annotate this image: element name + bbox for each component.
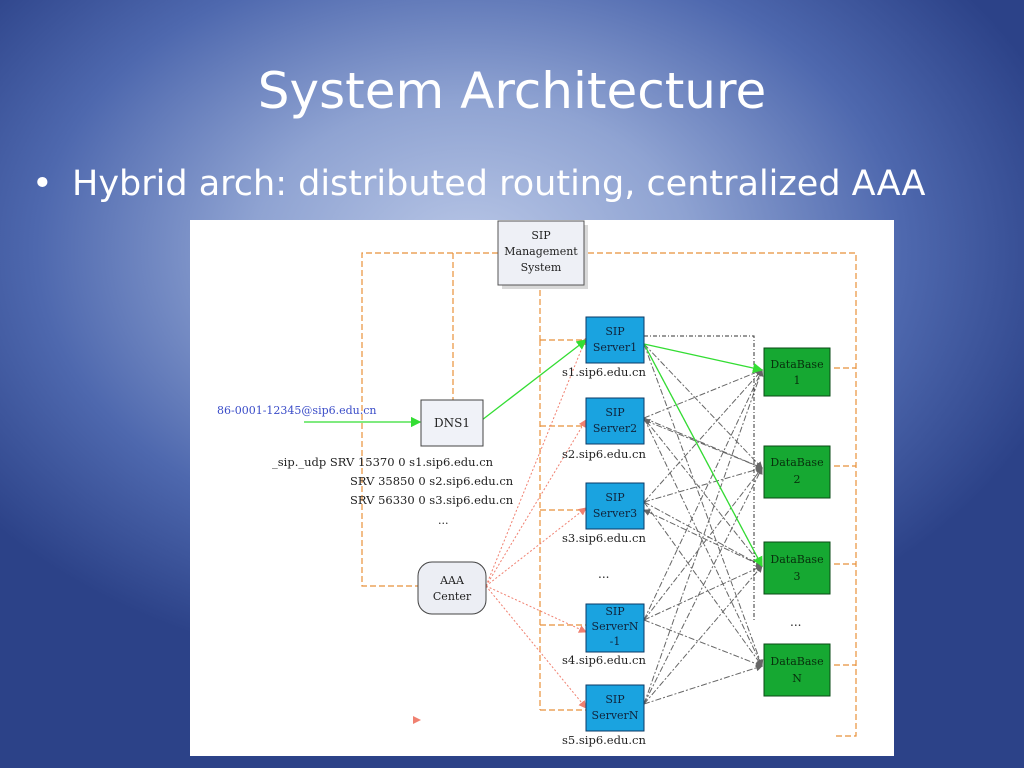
sync-bracket (644, 335, 755, 620)
database-n: DataBase N (763, 643, 831, 697)
bullet-text: Hybrid arch: distributed routing, centra… (72, 164, 926, 204)
server-5-host: s5.sip6.edu.cn (562, 733, 646, 747)
server-4-host: s4.sip6.edu.cn (562, 653, 646, 667)
database-1-label-2: 1 (794, 374, 801, 387)
database-2-label-2: 2 (794, 473, 801, 486)
server-1-label-2: Server1 (593, 341, 637, 354)
bullet-item: • Hybrid arch: distributed routing, centr… (32, 164, 925, 204)
database-2-label-1: DataBase (770, 456, 823, 469)
server-n-label-1: SIP (605, 693, 625, 706)
server-1-label-1: SIP (605, 325, 625, 338)
sip-server-2: SIP Server2 (585, 397, 645, 445)
server-2-label-2: Server2 (593, 422, 637, 435)
server-3-label-2: Server3 (593, 507, 637, 520)
sip-server-1: SIP Server1 (585, 316, 645, 364)
database-n-label-1: DataBase (770, 655, 823, 668)
management-label-2: Management (504, 245, 578, 258)
server-3-label-1: SIP (605, 491, 625, 504)
aaa-label-2: Center (433, 590, 472, 603)
database-2: DataBase 2 (763, 445, 831, 499)
srv-record-3: SRV 56330 0 s3.sip6.edu.cn (350, 493, 514, 507)
srv-record-ellipsis: ... (438, 514, 449, 527)
aaa-center-node: AAA Center (417, 561, 487, 615)
routing-links (304, 339, 764, 568)
replication-links (643, 343, 764, 705)
slide-title: System Architecture (257, 62, 767, 120)
server-2-host: s2.sip6.edu.cn (562, 447, 646, 461)
dns-node: DNS1 (420, 399, 484, 447)
server-2-label-1: SIP (605, 406, 625, 419)
management-label-1: SIP (531, 229, 551, 242)
management-label-3: System (521, 261, 562, 274)
dns-label: DNS1 (434, 416, 470, 430)
database-3: DataBase 3 (763, 541, 831, 595)
database-ellipsis: ... (790, 615, 801, 629)
sip-management-node: SIP Management System (497, 220, 588, 289)
sip-server-n: SIP ServerN (585, 684, 645, 732)
server-1-host: s1.sip6.edu.cn (562, 365, 646, 379)
database-1: DataBase 1 (763, 347, 831, 397)
server-n-1-label-1: SIP (605, 605, 625, 618)
architecture-diagram: SIP Management System 86-0001-12345@sip6… (190, 220, 894, 756)
database-1-label-1: DataBase (770, 358, 823, 371)
database-3-label-1: DataBase (770, 553, 823, 566)
database-n-label-2: N (792, 672, 802, 685)
aaa-label-1: AAA (439, 574, 465, 587)
srv-record-1: _sip._udp SRV 15370 0 s1.sip6.edu.cn (272, 455, 494, 469)
bullet-dot-icon: • (32, 164, 53, 204)
server-n-label-2: ServerN (592, 709, 639, 722)
server-n-1-label-2: ServerN (592, 620, 639, 633)
sip-uri-label: 86-0001-12345@sip6.edu.cn (217, 404, 377, 417)
srv-record-2: SRV 35850 0 s2.sip6.edu.cn (350, 474, 514, 488)
server-n-1-label-3: -1 (610, 635, 621, 648)
database-3-label-2: 3 (794, 570, 801, 583)
server-3-host: s3.sip6.edu.cn (562, 531, 646, 545)
sip-server-3: SIP Server3 (585, 482, 645, 530)
sip-server-n-1: SIP ServerN -1 (585, 603, 645, 653)
server-ellipsis: ... (598, 567, 609, 581)
aaa-links (485, 337, 588, 709)
